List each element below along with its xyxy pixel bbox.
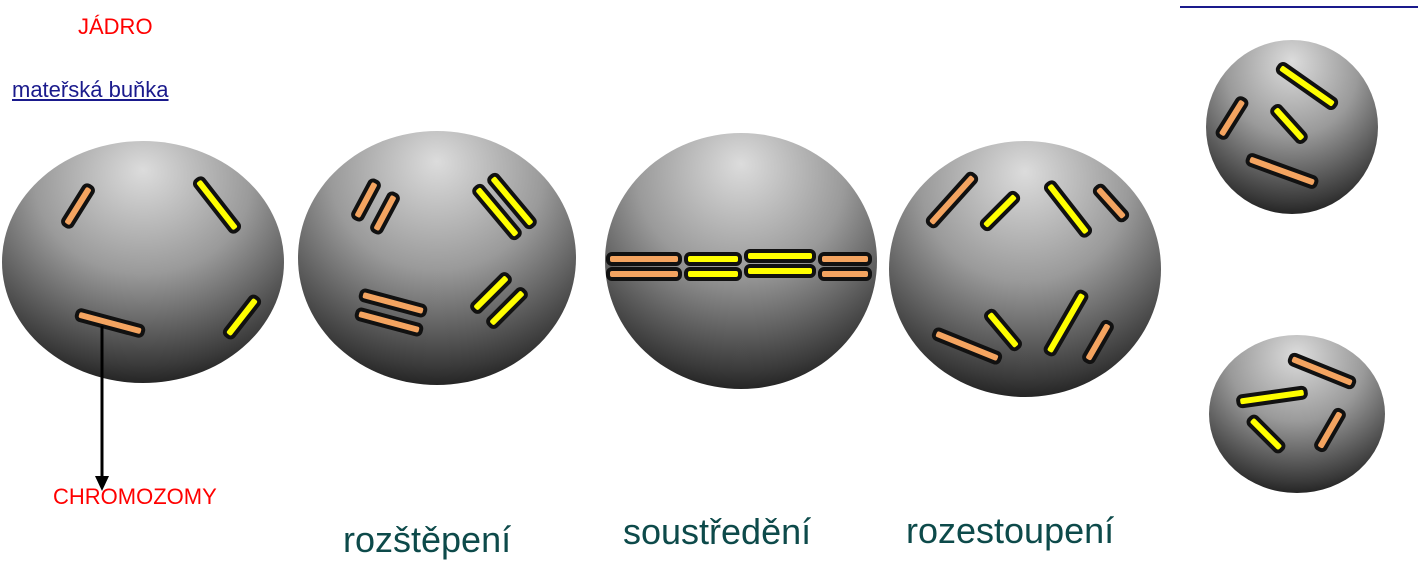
chromosome bbox=[1043, 180, 1093, 238]
mother-cell-link[interactable]: mateřská buňka bbox=[12, 77, 169, 102]
stage-label-separate: rozestoupení bbox=[906, 510, 1115, 551]
chromosome bbox=[370, 191, 400, 235]
chromosome bbox=[1275, 61, 1339, 111]
chromosome bbox=[1092, 183, 1130, 223]
chromosome bbox=[487, 172, 537, 230]
chromosomes-label: CHROMOZOMY bbox=[53, 484, 217, 509]
chromosome bbox=[984, 308, 1022, 352]
chromosome bbox=[1236, 385, 1308, 409]
chromosome bbox=[979, 190, 1021, 232]
daughter-cell-bottom bbox=[1209, 335, 1385, 493]
chromosome bbox=[1270, 103, 1308, 145]
chromosome bbox=[744, 249, 816, 263]
chromosome bbox=[486, 287, 528, 329]
chromosome bbox=[1215, 96, 1249, 140]
chromosome bbox=[351, 178, 381, 222]
stage-label-concentrate: soustředění bbox=[623, 511, 812, 552]
chromosome bbox=[684, 252, 742, 266]
chromosome bbox=[818, 267, 872, 281]
chromosome bbox=[1246, 414, 1286, 454]
chromosome bbox=[925, 171, 979, 229]
chromosome bbox=[744, 264, 816, 278]
chromosome bbox=[61, 183, 95, 229]
chromosome-pointer-arrow bbox=[95, 326, 109, 491]
chromosome bbox=[354, 307, 424, 337]
chromosome bbox=[931, 327, 1003, 365]
chromosome bbox=[1287, 352, 1357, 390]
cell-concentrate bbox=[605, 133, 877, 389]
chromosome bbox=[222, 294, 262, 340]
chromosome bbox=[1043, 289, 1089, 357]
chromosome bbox=[684, 267, 742, 281]
chromosome bbox=[1245, 153, 1319, 189]
chromosome bbox=[74, 308, 146, 338]
cell-split bbox=[298, 131, 576, 385]
stage-label-split: rozštěpení bbox=[343, 519, 512, 560]
chromosome bbox=[606, 252, 682, 266]
chromosome bbox=[1314, 407, 1346, 453]
nucleus-label: JÁDRO bbox=[78, 14, 153, 39]
chromosome bbox=[472, 183, 522, 241]
chromosome bbox=[358, 288, 428, 318]
daughter-cell-top bbox=[1206, 40, 1378, 214]
mother-cell bbox=[2, 141, 284, 383]
cell-separate bbox=[889, 141, 1161, 397]
chromosome bbox=[192, 176, 242, 234]
chromosome bbox=[470, 272, 512, 314]
chromosome bbox=[818, 252, 872, 266]
chromosome bbox=[606, 267, 682, 281]
chromosome bbox=[1082, 319, 1114, 365]
